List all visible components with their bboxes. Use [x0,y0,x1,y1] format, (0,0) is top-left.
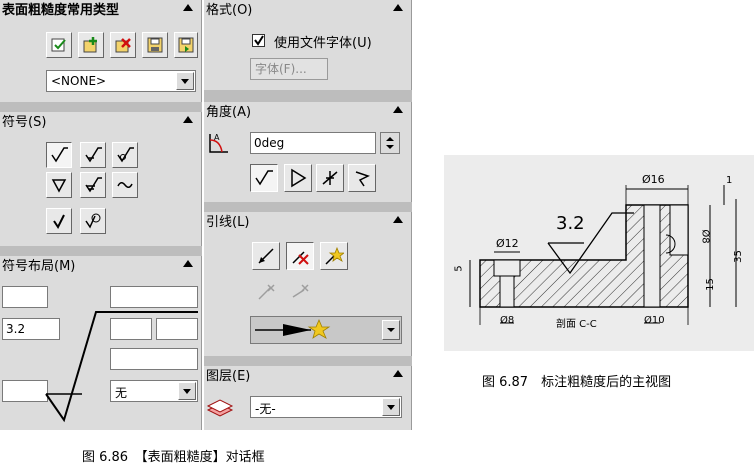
apply-favorite-button[interactable] [46,32,72,58]
symbol-layout-title: 符号布局(M) [2,259,76,274]
angle-orientation-3-button[interactable] [316,164,344,192]
dim-top: Ø16 [642,173,665,186]
dim-bottom-left: Ø8 [500,315,515,326]
load-favorite-button[interactable] [174,32,198,58]
layers-icon [206,399,234,417]
dim-top-right: 1 [726,175,733,186]
chevron-down-icon[interactable] [382,398,400,416]
layout-field-mid-1[interactable] [110,318,152,340]
angle-orientation-2-button[interactable] [284,164,312,192]
leader-auto-button[interactable] [320,242,348,270]
font-button[interactable]: 字体(F)... [250,58,328,80]
lay-direction-select[interactable]: 无 [110,380,198,402]
symbol-title: 符号(S) [2,115,47,130]
layout-field-top-right[interactable] [110,286,198,308]
symbol-wave-button[interactable] [112,172,138,198]
layout-field-bottom-left[interactable] [2,380,48,402]
collapse-arrow-icon[interactable] [183,260,193,267]
leader-none-button[interactable] [286,242,314,270]
roughness-value: 3.2 [556,213,585,234]
collapse-arrow-icon[interactable] [393,106,403,113]
angle-orientation-1-button[interactable] [250,164,278,192]
angle-icon: A [209,133,228,153]
leader-panel: 引线(L) [204,212,412,356]
dim-left: Ø12 [496,237,519,250]
favorite-select[interactable]: <NONE> [46,70,196,92]
leader-bent-icon [258,284,275,300]
dim-right-1: 15 [704,278,716,291]
leader-straight-button[interactable] [252,242,280,270]
dim-right-2: 35 [732,250,744,263]
collapse-arrow-icon[interactable] [393,370,403,377]
dim-circle: Ø8 [699,229,711,244]
figure-87-caption: 图 6.87 标注粗糙度后的主视图 [482,375,672,390]
angle-orientation-4-button[interactable] [348,164,376,192]
symbol-local-button[interactable] [46,172,72,198]
section-label: 剖面 C-C [556,319,597,330]
leader-title: 引线(L) [206,215,250,230]
figure-86-caption: 图 6.86 【表面粗糙度】对话框 [82,450,265,465]
arrow-star-icon [255,318,331,339]
favorites-title: 表面粗糙度常用类型 [2,3,120,18]
dim-left-v: 5 [453,265,465,272]
layer-panel: 图层(E) -无- [204,366,412,430]
roughness-dialog-left: 表面粗糙度常用类型 <NONE> 符号(S) [0,0,202,430]
angle-input[interactable]: 0deg [250,132,376,154]
use-doc-font-checkbox[interactable] [252,34,265,47]
layout-field-top-left[interactable] [2,286,48,308]
chevron-down-icon[interactable] [178,382,196,400]
layout-field-a[interactable]: 3.2 [2,318,60,340]
chevron-down-icon[interactable] [382,320,400,340]
format-panel: 格式(O) 使用文件字体(U) 字体(F)... [204,0,412,90]
angle-title: 角度(A) [206,105,252,120]
section-drawing: Ø16 3.2 Ø12 Ø8 Ø8 剖面 C-C Ø10 15 35 5 1 [444,155,754,351]
use-doc-font-label: 使用文件字体(U) [274,36,372,51]
favorites-panel: 表面粗糙度常用类型 <NONE> [0,0,202,102]
delete-favorite-button[interactable] [110,32,136,58]
format-title: 格式(O) [206,3,253,18]
symbol-machining-required-button[interactable] [80,142,106,168]
symbol-basic-button[interactable] [46,142,72,168]
symbol-jis-button[interactable] [80,172,106,198]
svg-text:A: A [214,133,220,142]
collapse-arrow-icon[interactable] [393,216,403,223]
collapse-arrow-icon[interactable] [393,4,403,11]
layout-symbol-diagram [45,311,198,423]
save-favorite-button[interactable] [142,32,168,58]
angle-panel: 角度(A) A 0deg [204,102,412,202]
dim-bottom-right: Ø10 [644,315,665,326]
roughness-dialog-right: 格式(O) 使用文件字体(U) 字体(F)... 角度(A) A 0deg [204,0,412,430]
chevron-down-icon[interactable] [176,72,194,90]
leader-multi-icon [292,284,309,298]
symbol-machining-prohibited-button[interactable] [112,142,138,168]
arrow-style-select[interactable] [250,316,402,344]
layout-field-mid-3[interactable] [110,348,198,370]
add-favorite-button[interactable] [78,32,104,58]
layer-select[interactable]: -无- [250,396,402,418]
symbol-check-circle-button[interactable] [80,208,106,234]
symbol-check-button[interactable] [46,208,72,234]
symbol-panel: 符号(S) [0,112,202,246]
symbol-layout-panel: 符号布局(M) 3.2 无 [0,256,202,430]
collapse-arrow-icon[interactable] [183,116,193,123]
collapse-arrow-icon[interactable] [183,4,193,11]
layer-title: 图层(E) [206,369,251,384]
layout-field-mid-2[interactable] [156,318,198,340]
angle-spinner[interactable] [380,132,400,154]
